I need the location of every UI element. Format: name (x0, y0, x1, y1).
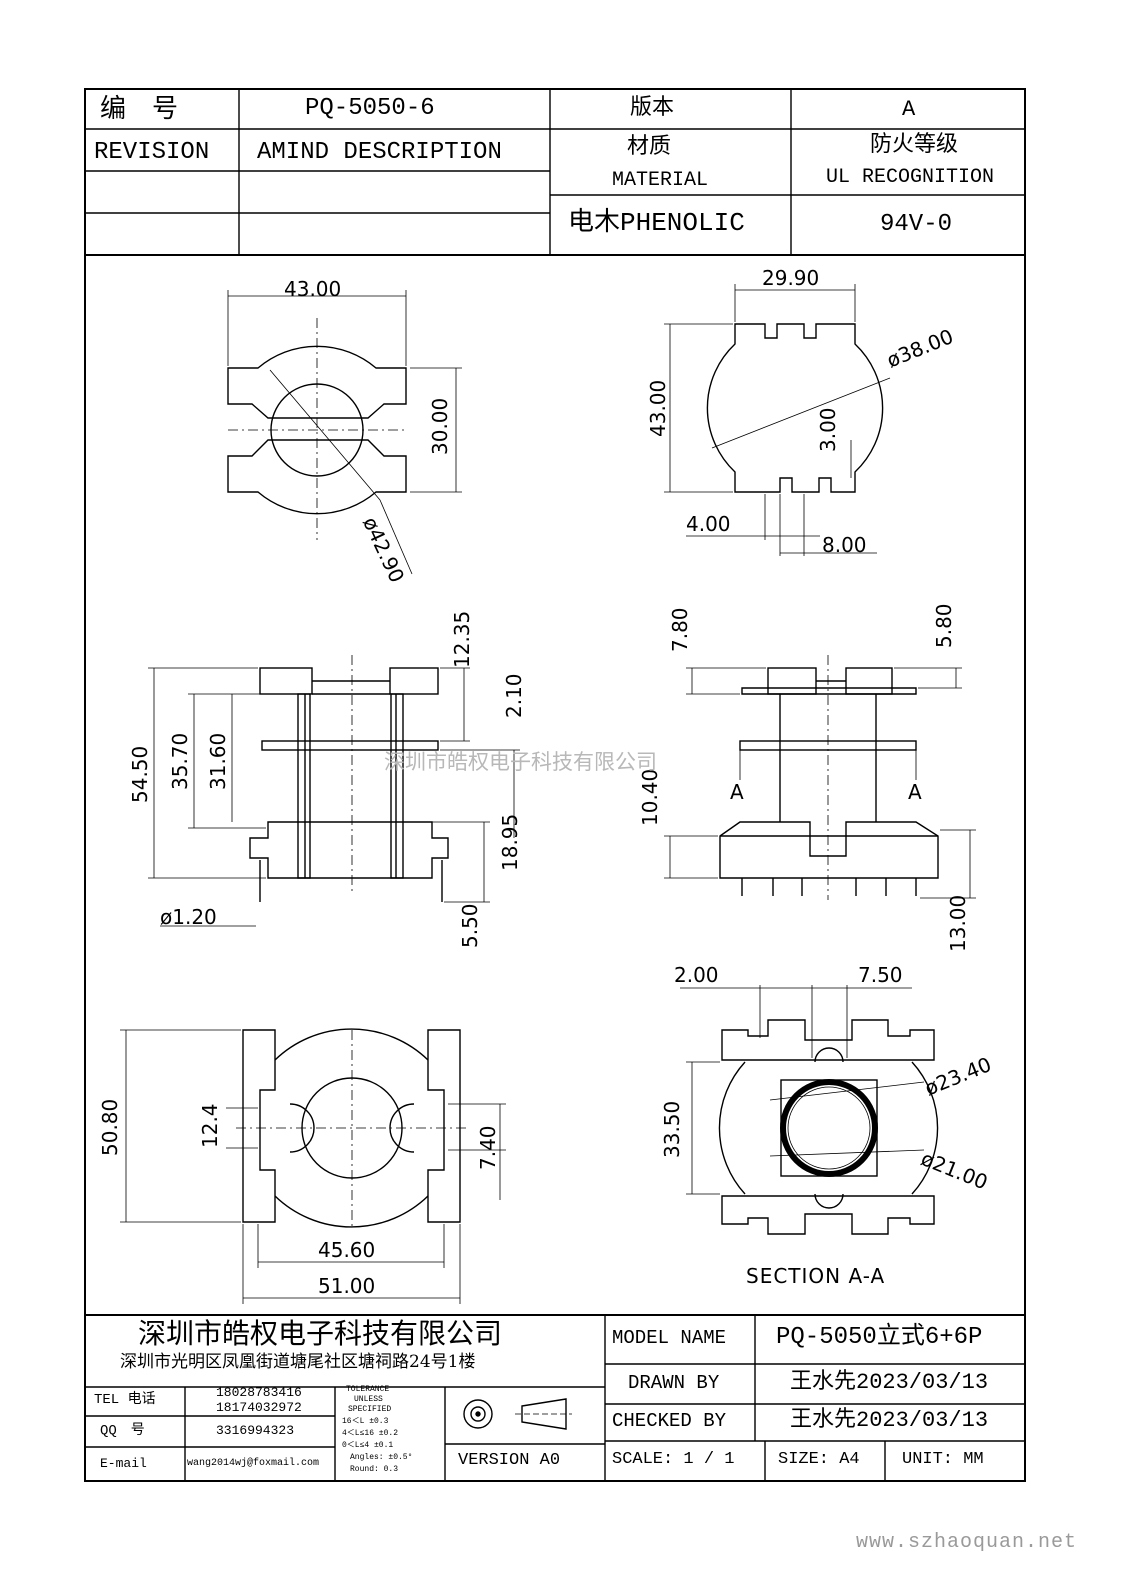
dim-bottom-height: 50.80 (98, 1098, 122, 1156)
size-label: SIZE: A4 (778, 1450, 860, 1469)
version-value: A (902, 97, 916, 122)
dim-bottom-gap2: 7.40 (476, 1125, 500, 1170)
model-name-label: MODEL NAME (612, 1327, 727, 1349)
email-address: wang2014wj@foxmail.com (187, 1458, 320, 1469)
drawn-by-value: 王水先2023/03/13 (790, 1370, 989, 1395)
dim-side-flange: 2.10 (502, 673, 526, 718)
dim-section-d2: 7.50 (858, 963, 903, 987)
company-address: 深圳市光明区凤凰街道塘尾社区塘祠路24号1楼 (120, 1352, 476, 1372)
dim-bottom-inner-width: 45.60 (318, 1238, 376, 1262)
dim-section-d1: 2.00 (674, 963, 719, 987)
tel-number-1: 18028783416 (216, 1385, 302, 1400)
dim-side-pin-diameter: ø1.20 (160, 905, 217, 929)
amind-description-label: AMIND DESCRIPTION (257, 139, 502, 166)
tolerance-row-5: Round: 0.3 (350, 1465, 399, 1474)
dim-bottom-outer-width: 51.00 (318, 1274, 376, 1298)
fire-label-cn: 防火等级 (870, 132, 959, 157)
dim-right-d4: 13.00 (946, 894, 970, 952)
checked-by-label: CHECKED BY (612, 1410, 727, 1432)
tolerance-row-1: 16＜L ±0.3 (342, 1417, 389, 1426)
material-label-cn: 材质 (627, 134, 672, 159)
tolerance-row-4: Angles: ±0.5° (350, 1453, 413, 1462)
email-label: E-mail (100, 1456, 147, 1471)
section-mark-right: A (908, 780, 922, 804)
fire-rating-value: 94V-0 (880, 211, 953, 238)
dim-right-d3: 10.40 (638, 768, 662, 826)
material-label-en: MATERIAL (612, 169, 709, 192)
dim-top-right-height: 43.00 (646, 379, 670, 437)
dim-top-right-slot-depth: 3.00 (816, 407, 840, 452)
scale-label: SCALE: 1 / 1 (612, 1450, 735, 1469)
model-name-value: PQ-5050立式6+6P (776, 1324, 983, 1351)
dim-section-height: 33.50 (660, 1100, 684, 1158)
version-label-footer: VERSION A0 (458, 1451, 561, 1470)
dim-side-h2: 31.60 (206, 732, 230, 790)
fire-label-en: UL RECOGNITION (826, 166, 995, 189)
tel-label: TEL 电话 (94, 1392, 156, 1408)
checked-by-value: 王水先2023/03/13 (790, 1408, 989, 1433)
dim-top-right-width: 29.90 (762, 266, 820, 290)
tolerance-row-2: 4＜L≤16 ±0.2 (342, 1429, 399, 1438)
company-name: 深圳市皓权电子科技有限公司 (138, 1317, 503, 1350)
watermark: 深圳市皓权电子科技有限公司 (384, 750, 657, 774)
dim-side-lower: 18.95 (498, 813, 522, 871)
dim-bottom-gap: 12.4 (198, 1103, 222, 1148)
tolerance-row-3: 0＜L≤4 ±0.1 (342, 1441, 394, 1450)
tolerance-unless: UNLESS (354, 1395, 383, 1404)
unit-label: UNIT: MM (902, 1450, 984, 1469)
number-label: 编 号 (100, 94, 179, 124)
section-title: SECTION A-A (746, 1264, 886, 1288)
dim-top-left-height: 30.00 (428, 397, 452, 455)
site-url: www.szhaoquan.net (856, 1531, 1078, 1554)
drawing-number: PQ-5050-6 (305, 95, 435, 122)
dim-right-d1: 7.80 (668, 607, 692, 652)
drawn-by-label: DRAWN BY (628, 1372, 720, 1394)
dim-side-total-height: 54.50 (128, 745, 152, 803)
revision-label: REVISION (94, 139, 210, 166)
dim-top-right-offset: 8.00 (822, 533, 867, 557)
dim-top-right-slot-width: 4.00 (686, 512, 731, 536)
tolerance-title: TOLERANCE (346, 1385, 390, 1394)
qq-label: QQ 号 (100, 1423, 145, 1439)
dim-top-left-width: 43.00 (284, 277, 342, 301)
section-mark-left: A (730, 780, 744, 804)
tolerance-specified: SPECIFIED (348, 1405, 392, 1414)
dim-side-pin-length: 5.50 (458, 903, 482, 948)
version-label: 版本 (630, 95, 675, 120)
material-value: 电木PHENOLIC (568, 208, 745, 238)
tel-number-2: 18174032972 (216, 1400, 302, 1415)
dim-side-h1: 35.70 (168, 732, 192, 790)
qq-number: 3316994323 (216, 1423, 295, 1438)
dim-side-top: 12.35 (450, 610, 474, 668)
dim-right-d2: 5.80 (932, 603, 956, 648)
